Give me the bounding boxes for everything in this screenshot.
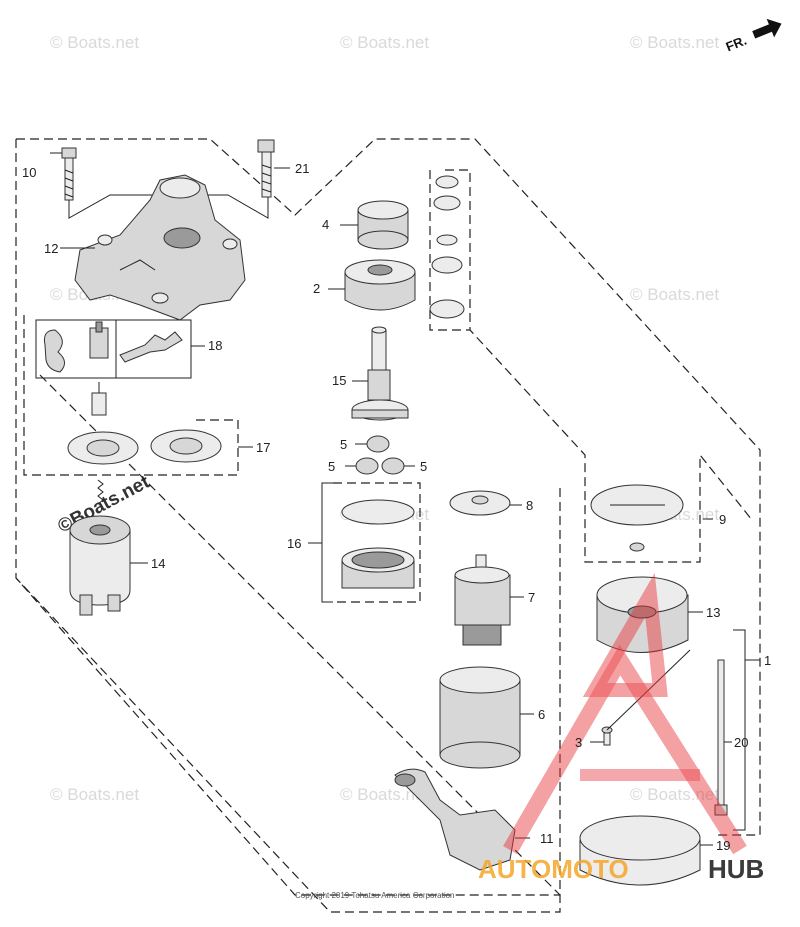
callout-4: 4	[322, 217, 329, 232]
watermark: © Boats.net	[50, 33, 139, 52]
bracket-16	[308, 482, 421, 603]
callout-17: 17	[256, 440, 270, 455]
callout-5c: 5	[420, 459, 427, 474]
assembly-boundaries	[15, 138, 761, 913]
bracket-1	[733, 629, 760, 831]
watermark: © Boats.net	[630, 285, 719, 304]
part-8-plate	[449, 490, 522, 516]
washers-stack	[429, 175, 465, 319]
bracket-17	[23, 315, 253, 476]
part-20-through-bolt	[714, 659, 732, 816]
callout-1: 1	[764, 653, 771, 668]
callout-20: 20	[734, 735, 748, 750]
callout-2: 2	[313, 281, 320, 296]
part-19-cover	[579, 815, 713, 886]
part-15-shaft	[351, 326, 409, 421]
watermark: © Boats.net	[630, 33, 719, 52]
callout-8: 8	[526, 498, 533, 513]
callout-5a: 5	[340, 437, 347, 452]
part-14-solenoid	[69, 479, 148, 616]
callout-11: 11	[540, 831, 554, 846]
watermark: © Boats.net	[50, 785, 139, 804]
part-13-end-cover	[596, 576, 703, 653]
brand-secondary: HUB	[708, 854, 764, 884]
part-21-bolt	[257, 139, 290, 198]
part-16-internal-gear	[341, 499, 415, 589]
watermark: © Boats.net	[340, 33, 429, 52]
callout-7: 7	[528, 590, 535, 605]
part-12-gear-housing	[60, 174, 246, 321]
callout-6: 6	[538, 707, 545, 722]
callout-19: 19	[716, 838, 730, 853]
callout-15: 15	[332, 373, 346, 388]
front-label: FR.	[724, 33, 749, 55]
part-7-armature	[454, 554, 524, 646]
callout-3: 3	[575, 735, 582, 750]
callout-16: 16	[287, 536, 301, 551]
front-direction-indicator: FR.	[724, 18, 782, 55]
part-5-planet-gears	[345, 435, 415, 475]
watermark: © Boats.net	[340, 785, 429, 804]
part-17-plates	[67, 429, 222, 465]
callout-13: 13	[706, 605, 720, 620]
automotohub-logo: AUTOMOTO HUB	[478, 572, 764, 884]
callout-9: 9	[719, 512, 726, 527]
part-3-screw	[590, 649, 691, 746]
part-6-yoke	[439, 666, 534, 769]
callout-18: 18	[208, 338, 222, 353]
callout-5b: 5	[328, 459, 335, 474]
callout-12: 12	[44, 241, 58, 256]
part-18-lever-set	[44, 321, 183, 416]
part-9-plate	[590, 484, 684, 552]
part-2-cap	[328, 259, 416, 311]
callout-10: 10	[22, 165, 36, 180]
part-4-pinion-gear	[340, 200, 409, 250]
callout-14: 14	[151, 556, 165, 571]
watermark: © Boats.net	[630, 785, 719, 804]
part-11-brush-holder	[394, 768, 530, 871]
callout-21: 21	[295, 161, 309, 176]
brand-primary: AUTOMOTO	[478, 854, 629, 884]
bracket-18	[35, 319, 205, 379]
copyright-notice: Copyright 2019 Tohatsu America Corporati…	[295, 891, 455, 900]
part-10-bolt	[50, 147, 77, 201]
callouts: 10 21 4 12 2 18 15 5 17 5 5 8 9 16 14 7 …	[22, 161, 771, 853]
front-arrow-icon	[752, 18, 782, 39]
